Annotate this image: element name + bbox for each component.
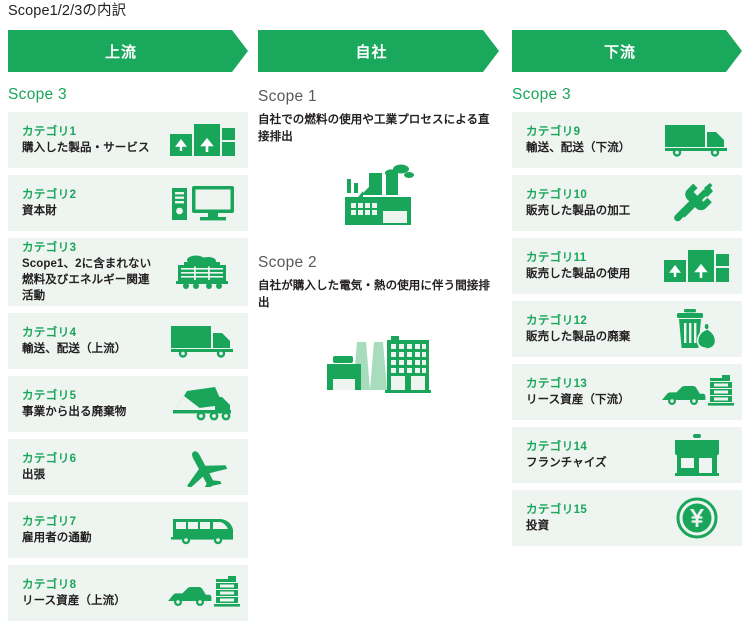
category-label: カテゴリ13 (526, 378, 588, 390)
category-card-10[interactable]: カテゴリ10 販売した製品の加工 (512, 175, 742, 231)
category-name: 販売した製品の廃棄 (526, 331, 631, 343)
category-name-line-2: 燃料及びエネルギー関連活動 (22, 274, 150, 302)
category-card-11-text: カテゴリ11 販売した製品の使用 (512, 250, 664, 282)
column-own: 自社 Scope 1 自社での燃料の使用や工業プロセスによる直接排出 (258, 30, 499, 408)
upstream-scope-heading: Scope 3 (8, 86, 67, 103)
car-building-icon (166, 571, 240, 615)
category-label: カテゴリ12 (526, 315, 588, 327)
category-card-8-text: カテゴリ8 リース資産（上流） (8, 577, 160, 609)
dump-truck-icon (166, 382, 240, 426)
boxes-icon (660, 244, 734, 288)
truck-icon (660, 118, 734, 162)
category-card-6-text: カテゴリ6 出張 (8, 451, 160, 483)
category-name: 輸送、配送（下流） (526, 142, 631, 154)
category-card-7[interactable]: カテゴリ7 雇用者の通勤 (8, 502, 248, 558)
scope-2-block: Scope 2 自社が購入した電気・熱の使用に伴う間接排出 (258, 254, 499, 404)
tools-icon (660, 181, 734, 225)
category-card-9[interactable]: カテゴリ9 輸送、配送（下流） (512, 112, 742, 168)
coal-wagon-icon (166, 250, 240, 294)
category-card-10-text: カテゴリ10 販売した製品の加工 (512, 187, 664, 219)
category-name: リース資産（上流） (22, 595, 126, 607)
yen-coin-icon (660, 496, 734, 540)
factory-smoke-icon (258, 152, 499, 238)
category-name: 輸送、配送（上流） (22, 343, 127, 355)
category-card-1-text: カテゴリ1 購入した製品・サービス (8, 124, 160, 156)
storefront-icon (660, 433, 734, 477)
category-card-14[interactable]: カテゴリ14 フランチャイズ (512, 427, 742, 483)
category-card-5[interactable]: カテゴリ5 事業から出る廃棄物 (8, 376, 248, 432)
scope-1-block: Scope 1 自社での燃料の使用や工業プロセスによる直接排出 (258, 88, 499, 238)
boxes-icon (166, 118, 240, 162)
category-name: 資本財 (22, 205, 57, 217)
scope-2-description: 自社が購入した電気・熱の使用に伴う間接排出 (258, 280, 490, 309)
category-label: カテゴリ4 (22, 327, 77, 339)
category-card-5-text: カテゴリ5 事業から出る廃棄物 (8, 388, 160, 420)
category-label: カテゴリ15 (526, 504, 588, 516)
category-name: 雇用者の通勤 (22, 532, 92, 544)
category-card-2[interactable]: カテゴリ2 資本財 (8, 175, 248, 231)
category-card-12[interactable]: カテゴリ12 販売した製品の廃棄 (512, 301, 742, 357)
category-card-1[interactable]: カテゴリ1 購入した製品・サービス (8, 112, 248, 168)
category-card-9-text: カテゴリ9 輸送、配送（下流） (512, 124, 664, 156)
banner-downstream: 下流 (512, 30, 742, 72)
category-card-15-text: カテゴリ15 投資 (512, 502, 664, 534)
airplane-icon (166, 445, 240, 489)
category-card-14-text: カテゴリ14 フランチャイズ (512, 439, 664, 471)
category-card-4[interactable]: カテゴリ4 輸送、配送（上流） (8, 313, 248, 369)
category-label: カテゴリ14 (526, 441, 588, 453)
category-name-line-1: Scope1、2に含まれない (22, 258, 152, 270)
scope-2-title: Scope 2 (258, 254, 317, 271)
truck-icon (166, 319, 240, 363)
category-name: フランチャイズ (526, 457, 607, 469)
banner-own-label: 自社 (355, 43, 388, 61)
scope-1-description: 自社での燃料の使用や工業プロセスによる直接排出 (258, 114, 490, 143)
category-name: リース資産（下流） (526, 394, 630, 406)
trash-icon (660, 307, 734, 351)
category-label: カテゴリ8 (22, 579, 77, 591)
car-building-icon (660, 370, 734, 414)
category-label: カテゴリ2 (22, 189, 77, 201)
category-card-7-text: カテゴリ7 雇用者の通勤 (8, 514, 160, 546)
column-upstream: 上流 Scope 3 カテゴリ1 購入した製品・サービス カテゴリ2 資本財 (8, 30, 248, 628)
computer-icon (166, 181, 240, 225)
category-card-3-text: カテゴリ3 Scope1、2に含まれない 燃料及びエネルギー関連活動 (8, 240, 160, 304)
category-label: カテゴリ6 (22, 453, 77, 465)
category-card-2-text: カテゴリ2 資本財 (8, 187, 160, 219)
category-card-13-text: カテゴリ13 リース資産（下流） (512, 376, 664, 408)
category-name: 販売した製品の加工 (526, 205, 631, 217)
category-name: 投資 (526, 520, 550, 532)
category-label: カテゴリ7 (22, 516, 77, 528)
banner-downstream-label: 下流 (603, 43, 636, 61)
category-label: カテゴリ1 (22, 126, 77, 138)
category-label: カテゴリ5 (22, 390, 77, 402)
column-downstream: 下流 Scope 3 カテゴリ9 輸送、配送（下流） カテゴリ10 販売した製品… (512, 30, 742, 553)
scope-1-title: Scope 1 (258, 88, 317, 105)
category-card-6[interactable]: カテゴリ6 出張 (8, 439, 248, 495)
banner-upstream: 上流 (8, 30, 248, 72)
category-name: 事業から出る廃棄物 (22, 406, 127, 418)
powerplant-building-icon (258, 318, 499, 404)
category-name: 出張 (22, 469, 46, 481)
category-card-15[interactable]: カテゴリ15 投資 (512, 490, 742, 546)
category-card-8[interactable]: カテゴリ8 リース資産（上流） (8, 565, 248, 621)
category-card-4-text: カテゴリ4 輸送、配送（上流） (8, 325, 160, 357)
category-name: 販売した製品の使用 (526, 268, 631, 280)
category-label: カテゴリ3 (22, 242, 77, 254)
category-card-3[interactable]: カテゴリ3 Scope1、2に含まれない 燃料及びエネルギー関連活動 (8, 238, 248, 306)
banner-upstream-label: 上流 (104, 43, 137, 61)
bus-icon (166, 508, 240, 552)
downstream-scope-heading: Scope 3 (512, 86, 571, 103)
page-title: Scope1/2/3の内訳 (8, 3, 127, 19)
category-label: カテゴリ10 (526, 189, 588, 201)
category-card-13[interactable]: カテゴリ13 リース資産（下流） (512, 364, 742, 420)
category-card-12-text: カテゴリ12 販売した製品の廃棄 (512, 313, 664, 345)
category-label: カテゴリ9 (526, 126, 581, 138)
category-name: 購入した製品・サービス (22, 142, 150, 154)
category-label: カテゴリ11 (526, 252, 587, 264)
banner-own: 自社 (258, 30, 499, 72)
category-card-11[interactable]: カテゴリ11 販売した製品の使用 (512, 238, 742, 294)
